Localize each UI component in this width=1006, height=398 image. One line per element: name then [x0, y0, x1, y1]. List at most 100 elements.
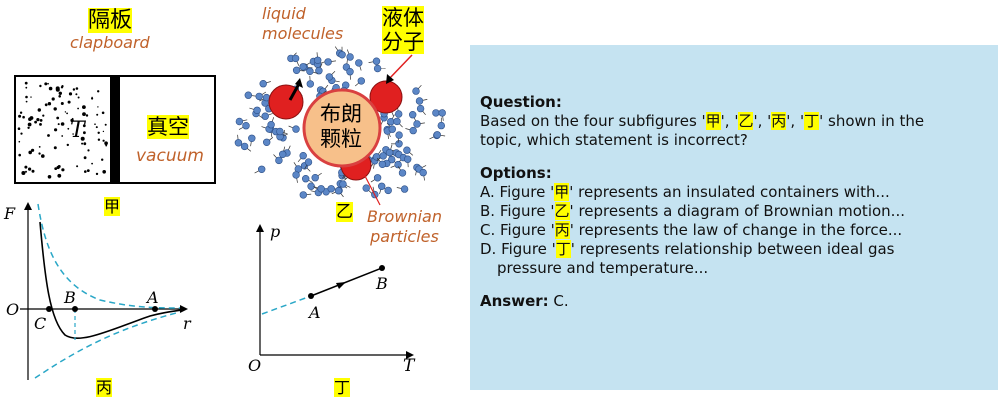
liquid-zh-line2: 分子	[382, 30, 424, 54]
liquid-molecule	[263, 137, 273, 145]
gas-particle	[65, 111, 66, 112]
question-line-2: topic, which statement is incorrect?	[480, 131, 988, 150]
gas-particle	[36, 118, 39, 121]
gas-particle	[45, 103, 48, 106]
gas-particle	[102, 170, 106, 174]
liquid-molecule	[343, 59, 350, 70]
ding-process-line	[311, 268, 382, 296]
liquid-molecule	[307, 76, 314, 87]
liquid-molecule	[332, 187, 343, 194]
liquid-molecule	[371, 187, 378, 198]
liquid-molecule	[377, 158, 386, 168]
gas-particle	[18, 154, 21, 157]
gas-particle	[86, 114, 88, 116]
gas-particle	[82, 105, 86, 109]
gas-particle	[26, 101, 28, 103]
gas-particle	[38, 119, 39, 120]
gas-particle	[18, 127, 21, 130]
liquid-molecule	[433, 110, 444, 117]
ding-b-label: B	[376, 274, 388, 293]
liquid-molecule	[280, 130, 287, 141]
clapboard-label-en: clapboard	[70, 33, 150, 52]
gas-particle	[67, 144, 69, 146]
gas-particle	[21, 171, 25, 175]
gas-particle	[39, 123, 42, 126]
liquid-molecule	[292, 83, 300, 93]
liquid-molecule	[291, 93, 302, 100]
gas-particle	[61, 102, 64, 105]
liquid-molecule	[274, 155, 283, 164]
liquid-molecule	[362, 155, 372, 163]
gas-particle	[61, 86, 63, 88]
gas-particle	[44, 82, 47, 85]
liquid-molecule	[273, 128, 283, 136]
liquid-molecule	[340, 181, 351, 188]
gas-particle	[77, 108, 79, 110]
gas-particle	[104, 141, 108, 145]
liquid-molecule	[277, 133, 288, 140]
gas-particle	[87, 149, 89, 151]
liquid-molecule	[289, 126, 300, 133]
vacuum-label-en: vacuum	[136, 146, 204, 166]
bing-x-axis-label: r	[183, 314, 191, 333]
gas-particle	[41, 154, 45, 158]
liquid-molecule	[280, 103, 287, 114]
brownian-particle-right	[370, 81, 402, 113]
liquid-molecule	[236, 118, 247, 125]
liquid-molecule	[371, 156, 378, 166]
gas-particle	[56, 88, 60, 92]
gas-particle	[48, 175, 52, 179]
liquid-molecule	[280, 96, 289, 105]
ding-arrow	[336, 282, 346, 289]
liquid-molecule	[292, 88, 299, 99]
gas-particle	[52, 97, 55, 100]
ding-point-a	[308, 293, 314, 299]
liquid-molecule	[248, 135, 255, 146]
liquid-molecule	[300, 192, 311, 199]
question-block: Question: Based on the four subfigures '…	[480, 93, 988, 150]
liquid-molecule	[314, 52, 321, 63]
gas-particle	[54, 128, 57, 131]
liquid-molecule	[377, 153, 387, 161]
gas-particle	[28, 168, 31, 171]
gas-particle	[25, 96, 28, 99]
gas-particle	[38, 108, 41, 111]
liquid-molecule	[245, 92, 256, 99]
gas-particle	[69, 92, 72, 95]
liquid-molecule	[416, 165, 427, 172]
gas-particle	[75, 93, 77, 95]
ding-y-axis-label: p	[270, 222, 280, 241]
gas-particle	[28, 123, 32, 127]
liquid-molecule	[279, 147, 286, 158]
liquid-molecule	[413, 85, 422, 94]
gas-particle	[102, 112, 105, 115]
liquid-molecule	[398, 166, 406, 176]
question-panel: Question: Based on the four subfigures '…	[470, 45, 998, 390]
liquid-molecule	[394, 118, 403, 127]
gas-particle	[58, 165, 61, 168]
jia-temperature-label: T	[70, 118, 85, 143]
liquid-molecule	[249, 107, 260, 114]
liquid-molecule	[268, 117, 275, 128]
gas-particle	[84, 156, 87, 159]
gas-particle	[96, 114, 98, 116]
gas-particle	[38, 152, 40, 154]
gas-particle	[28, 151, 32, 155]
clapboard-label-zh: 隔板	[88, 2, 132, 34]
gas-particle	[87, 169, 90, 172]
liquid-molecule	[347, 68, 354, 79]
liquid-molecule	[255, 166, 266, 173]
gas-particle	[105, 124, 107, 126]
liquid-molecule	[292, 55, 299, 66]
liquid-molecule	[305, 159, 312, 169]
liquid-molecule	[281, 105, 289, 115]
liquid-molecule	[323, 188, 333, 195]
liquid-molecule	[311, 189, 322, 196]
liquid-molecule	[339, 47, 346, 58]
gas-particle	[56, 117, 59, 120]
liquid-molecule	[313, 185, 324, 192]
liquid-molecule	[295, 93, 302, 104]
liquid-molecule	[262, 100, 271, 109]
gas-particle	[91, 163, 93, 165]
liquid-molecule	[363, 185, 372, 194]
